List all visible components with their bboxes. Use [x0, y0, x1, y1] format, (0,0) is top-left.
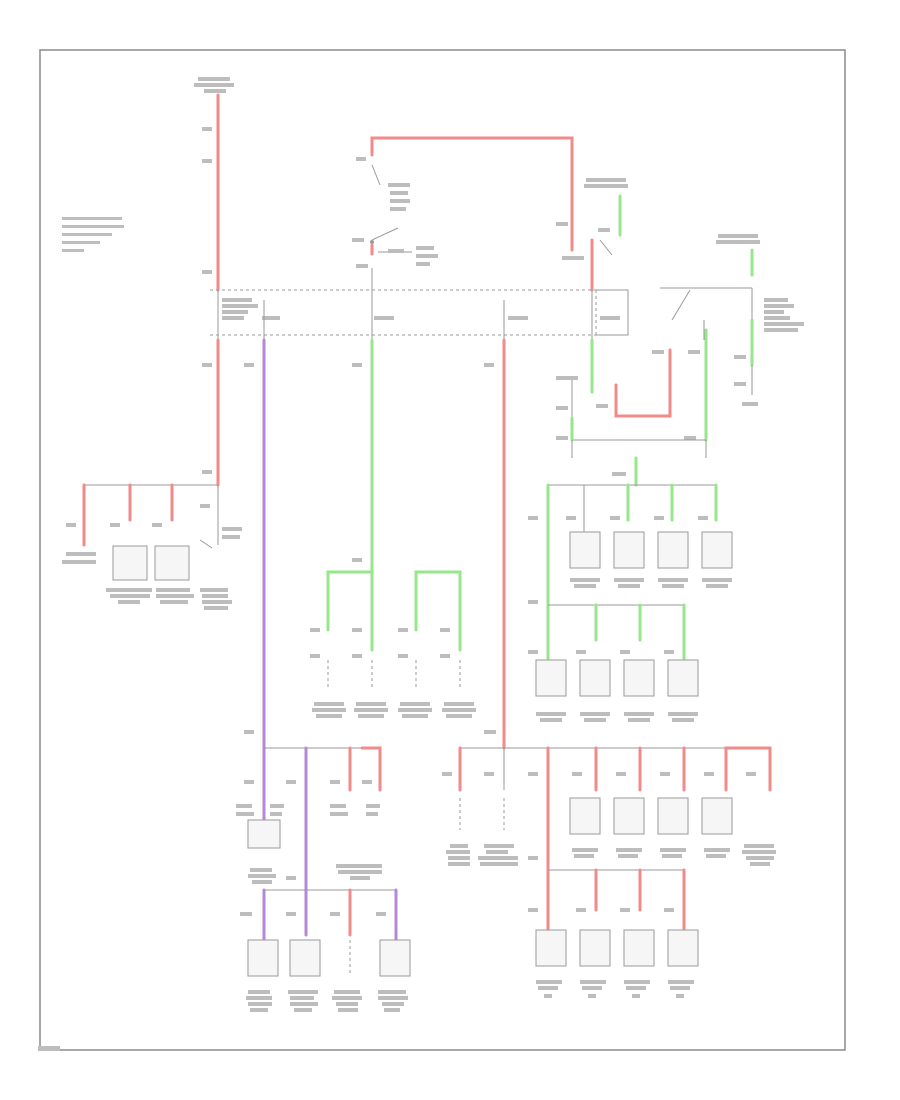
left-components [106, 545, 232, 610]
green-left-pair [310, 570, 476, 718]
fuse-relay-box [210, 289, 630, 340]
red-lower-bus [442, 730, 776, 998]
right-switch-assembly [652, 234, 804, 406]
battery-feed [194, 77, 234, 274]
right-green-grid [528, 456, 733, 722]
relay-upper [556, 178, 628, 292]
relay-red-wire [614, 348, 672, 418]
left-red-bus [62, 483, 242, 564]
legend [62, 217, 124, 252]
footer-tag [38, 1046, 60, 1051]
ignition-switch [352, 136, 574, 290]
violet-lower-bus [236, 730, 411, 1012]
